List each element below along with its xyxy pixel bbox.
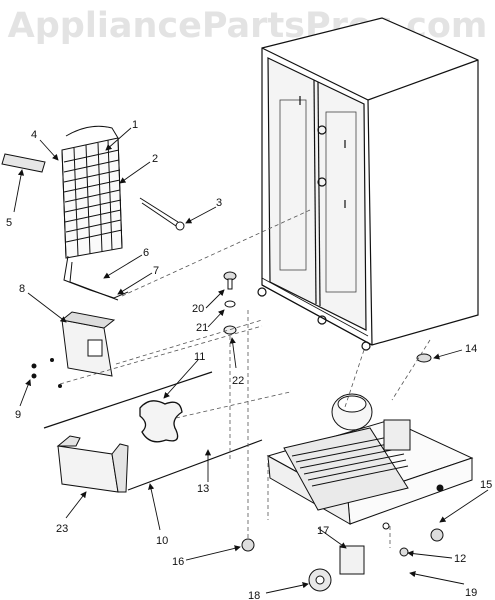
machine-compartment xyxy=(266,393,474,525)
callout-3: 3 xyxy=(216,197,222,209)
part-10-rod xyxy=(43,371,213,429)
part-17-18 xyxy=(308,545,365,592)
callout-18: 18 xyxy=(248,590,260,600)
rollers xyxy=(241,522,444,557)
leader-lines xyxy=(13,127,489,594)
part-5-strip xyxy=(1,153,46,173)
callout-14: 14 xyxy=(465,343,477,355)
part-13-rod xyxy=(127,439,263,491)
condenser-coil-drawing xyxy=(61,125,129,301)
part-8-bracket xyxy=(60,311,116,377)
part-14-cap xyxy=(416,353,432,363)
callout-15: 15 xyxy=(480,479,492,491)
callout-17: 17 xyxy=(317,525,329,537)
part-9-screws xyxy=(31,358,62,388)
callout-7: 7 xyxy=(153,265,159,277)
callout-20: 20 xyxy=(192,303,204,315)
callout-labels: 1 2 3 4 5 6 7 8 9 10 11 12 13 14 15 16 1… xyxy=(6,119,492,600)
callout-23: 23 xyxy=(56,523,68,535)
cabinet-drawing xyxy=(257,17,479,351)
callout-9: 9 xyxy=(15,409,21,421)
callout-10: 10 xyxy=(156,535,168,547)
assembly-lines xyxy=(59,209,431,548)
callout-16: 16 xyxy=(172,556,184,568)
parts-20-22 xyxy=(223,271,237,335)
callout-8: 8 xyxy=(19,283,25,295)
callout-11: 11 xyxy=(194,351,205,363)
part-3-tube xyxy=(139,197,185,231)
callout-21: 21 xyxy=(196,322,208,334)
part-23-tray xyxy=(56,435,129,493)
callout-1: 1 xyxy=(132,119,138,131)
part-11-drain xyxy=(139,400,183,443)
callout-19: 19 xyxy=(465,587,477,599)
callout-2: 2 xyxy=(152,153,158,165)
callout-12: 12 xyxy=(454,553,466,565)
callout-6: 6 xyxy=(143,247,149,259)
callout-13: 13 xyxy=(197,483,209,495)
callout-22: 22 xyxy=(232,375,244,387)
callout-4: 4 xyxy=(31,129,37,141)
callout-5: 5 xyxy=(6,217,12,229)
